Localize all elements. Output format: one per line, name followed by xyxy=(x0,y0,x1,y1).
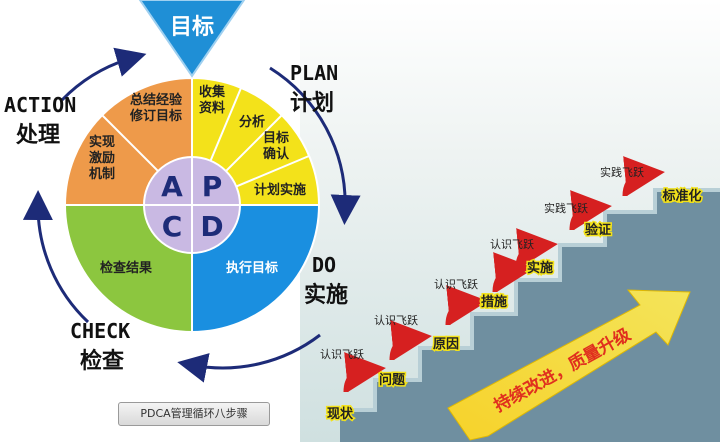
leap-label-4: 实践飞跃 xyxy=(544,201,588,215)
stair-edge xyxy=(340,188,720,412)
stairs xyxy=(340,188,720,442)
letter-a: A xyxy=(161,170,183,203)
leap-label-3: 认识飞跃 xyxy=(490,237,534,251)
leap-label-1: 认识飞跃 xyxy=(374,313,418,327)
goal-label: 目标 xyxy=(170,14,214,40)
stair-body xyxy=(340,190,720,442)
phase-action-zh: 处理 xyxy=(15,122,60,148)
leap-label-0: 认识飞跃 xyxy=(320,347,364,361)
phase-do-en: DO xyxy=(312,253,336,277)
phase-plan-zh: 计划 xyxy=(290,91,334,116)
cycle-arrows xyxy=(22,47,361,383)
stair-label-1: 问题 xyxy=(379,372,406,388)
letter-d: D xyxy=(200,210,223,243)
phase-check-zh: 检查 xyxy=(80,348,124,374)
phase-plan-en: PLAN xyxy=(290,61,338,85)
leap-label-2: 认识飞跃 xyxy=(434,277,478,291)
segment-collect-text: 收集资料 xyxy=(199,84,226,116)
caption: PDCA管理循环八步骤 xyxy=(118,402,270,426)
arrow-do-to-check xyxy=(177,333,321,383)
segment-confirm-text: 目标确认 xyxy=(263,130,290,162)
stair-label-3: 措施 xyxy=(481,294,507,310)
segment-check-result-text: 检查结果 xyxy=(100,260,152,276)
diagram-text: 目标 PLAN 计划 DO 实施 CHECK 检查 ACTION 处理 A P … xyxy=(4,14,703,424)
arrow-check-to-action xyxy=(22,190,90,324)
letter-c: C xyxy=(162,210,183,243)
arrow-plan-to-do xyxy=(269,66,361,225)
improvement-arrow xyxy=(447,289,691,441)
segment-incentive-text: 实现激励机制 xyxy=(89,134,115,182)
arrow-action-to-goal xyxy=(60,47,147,102)
segment-execute-goal-text: 执行目标 xyxy=(226,260,278,276)
stair-label-6: 标准化 xyxy=(661,188,701,204)
goal-marker xyxy=(138,0,246,78)
letter-p: P xyxy=(202,170,223,203)
stair-label-2: 原因 xyxy=(433,337,459,352)
phase-do-zh: 实施 xyxy=(304,282,348,308)
leap-label-5: 实践飞跃 xyxy=(600,165,644,179)
segment-summarize-text: 总结经验修订目标 xyxy=(129,92,183,124)
stair-label-0: 现状 xyxy=(327,406,354,422)
segment-analyze-text: 分析 xyxy=(239,114,265,130)
stair-label-4: 实施 xyxy=(527,260,553,276)
phase-check-en: CHECK xyxy=(70,319,130,343)
pdca-wheel xyxy=(63,76,321,334)
segment-plan-impl-text: 计划实施 xyxy=(254,182,306,198)
stair-label-5: 验证 xyxy=(585,222,611,238)
step-arrows xyxy=(343,156,665,393)
phase-action-en: ACTION xyxy=(4,93,76,117)
